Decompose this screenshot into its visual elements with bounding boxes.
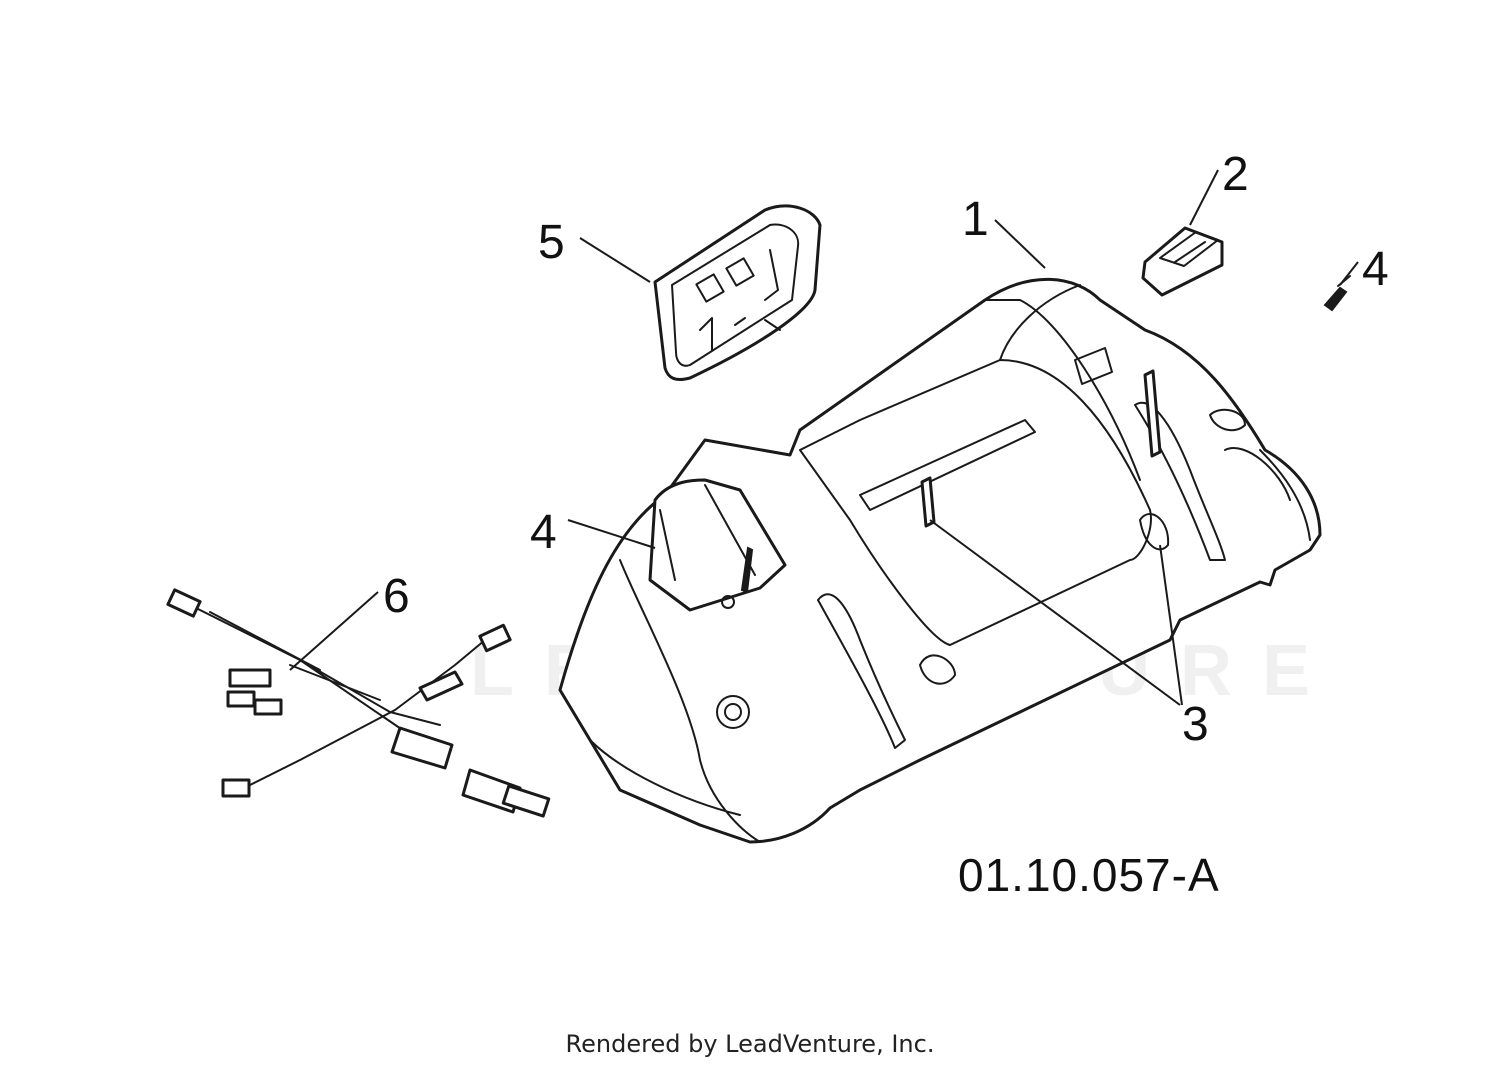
part-2-switch[interactable] <box>1141 226 1224 297</box>
diagram-id: 01.10.057-A <box>958 849 1220 901</box>
part-4-screw-right[interactable] <box>1323 275 1351 312</box>
part-3-fastener-right[interactable] <box>1143 369 1162 458</box>
callout-4-right: 4 <box>1362 243 1389 296</box>
leader-lines <box>289 169 1359 706</box>
part-6-wire-harness[interactable] <box>166 588 551 818</box>
callout-1: 1 <box>962 193 989 246</box>
callout-6: 6 <box>383 570 410 623</box>
part-5-module[interactable] <box>653 204 822 382</box>
callout-5: 5 <box>538 216 565 269</box>
callout-4-left: 4 <box>530 506 557 559</box>
render-credit: Rendered by LeadVenture, Inc. <box>565 1030 935 1058</box>
part-1-dash-housing[interactable] <box>558 277 1322 844</box>
part-4-screw-left[interactable] <box>740 546 754 594</box>
callout-3: 3 <box>1182 698 1209 751</box>
callout-2: 2 <box>1222 148 1249 201</box>
